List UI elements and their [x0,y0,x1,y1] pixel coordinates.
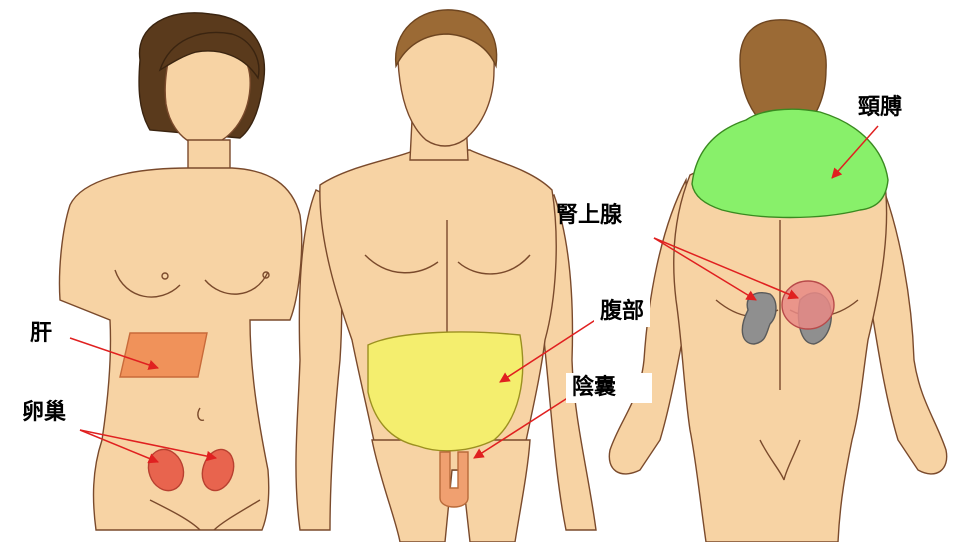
female-neck [188,140,230,172]
label-adrenal: 腎上腺 [556,205,622,227]
label-scrotum: 陰囊 [566,373,652,403]
label-liver: 肝 [30,323,52,345]
label-ovary: 卵巢 [22,402,66,424]
adrenal-region [782,281,834,329]
female-figure [59,13,301,530]
label-neck-shoulder: 頸膊 [858,97,902,119]
liver-region [120,333,207,377]
male-front-figure [296,10,596,542]
label-abdomen: 腹部 [594,297,650,327]
neck-shoulder-region [692,109,888,217]
abdomen-region [368,332,523,451]
